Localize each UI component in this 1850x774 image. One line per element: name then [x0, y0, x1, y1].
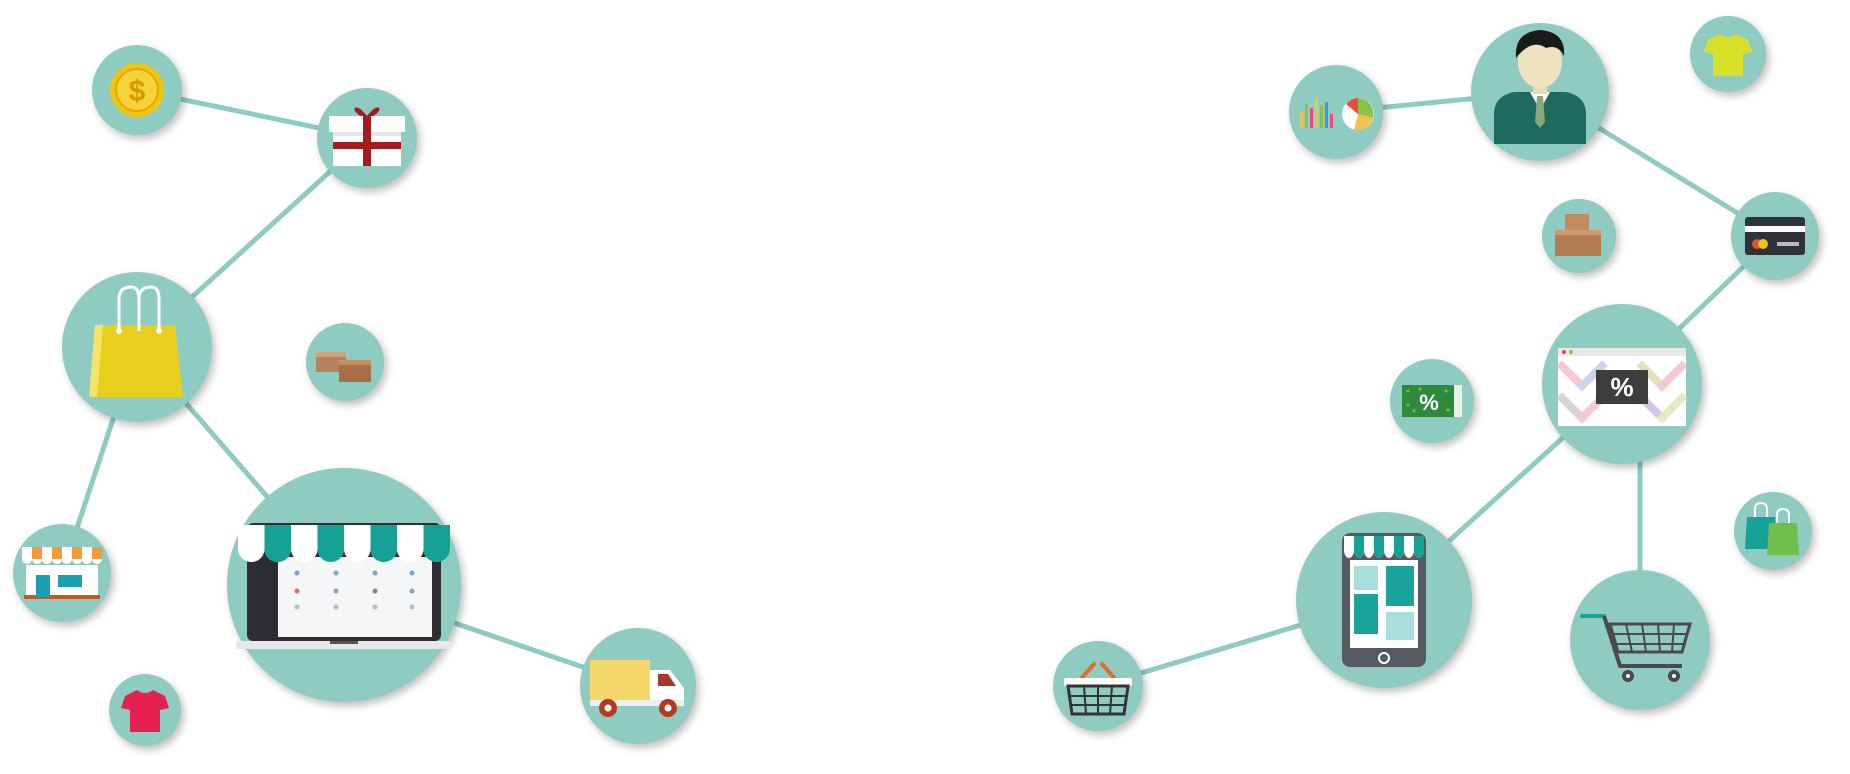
truck-node	[580, 628, 696, 744]
webpage-percent: %	[1610, 372, 1633, 402]
coin-node: $	[92, 45, 182, 135]
parcel-boxes-icon	[1555, 214, 1601, 256]
shopping-basket-icon	[1064, 662, 1132, 716]
voucher-percent: %	[1419, 390, 1439, 415]
gift-box-icon	[329, 107, 405, 166]
parcel-node-right	[1542, 199, 1616, 273]
t-shirt-node-left	[109, 674, 181, 746]
laptop-shop-node	[227, 468, 461, 702]
businessman-avatar-icon	[1494, 30, 1586, 144]
shopping-bags-node	[1734, 492, 1812, 570]
analytics-node	[1289, 65, 1383, 159]
app-grid-dots	[294, 570, 415, 610]
parcel-node-left	[306, 323, 384, 401]
shopping-bag-icon	[89, 285, 183, 397]
t-shirt-icon	[121, 690, 169, 732]
cart-node	[1570, 570, 1710, 710]
node-circle	[1570, 570, 1710, 710]
credit-card-icon	[1745, 217, 1805, 255]
discount-webpage-icon: %	[1556, 348, 1688, 426]
laptop-shop-icon	[236, 523, 452, 649]
shopping-bags-icon	[1745, 501, 1799, 555]
t-shirt-icon	[1704, 34, 1752, 76]
voucher-node: %	[1390, 359, 1474, 443]
coin-symbol: $	[129, 75, 146, 108]
analytics-chart-icon	[1300, 98, 1374, 131]
shopping-cart-icon	[1580, 614, 1692, 682]
shopping-bag-node	[62, 272, 212, 422]
coin-icon: $	[110, 63, 164, 117]
storefront-node	[13, 524, 111, 622]
webpage-node: %	[1542, 304, 1702, 464]
t-shirt-node-right	[1690, 16, 1766, 92]
mobile-shop-icon	[1342, 533, 1426, 667]
storefront-icon	[22, 547, 102, 599]
discount-voucher-icon: %	[1402, 385, 1462, 417]
basket-node	[1053, 641, 1143, 731]
businessman-node	[1471, 23, 1609, 161]
node-circle	[1289, 65, 1383, 159]
parcel-boxes-icon	[316, 352, 371, 382]
credit-card-node	[1731, 192, 1819, 280]
gift-node	[317, 88, 417, 188]
mobile-shop-node	[1296, 512, 1472, 688]
delivery-truck-icon	[590, 660, 684, 717]
